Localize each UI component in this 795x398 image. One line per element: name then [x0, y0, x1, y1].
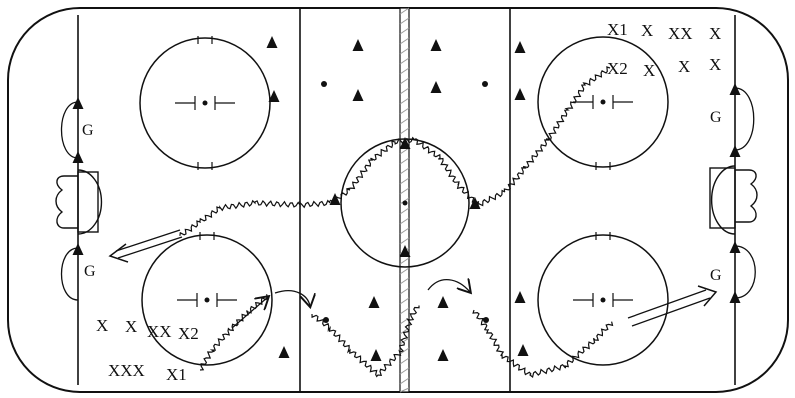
skate-path-lower-right	[472, 309, 614, 379]
player-label: X1	[166, 365, 187, 384]
puck-icon	[483, 317, 489, 323]
faceoff-circle-bottom-right	[537, 232, 669, 366]
goalie-label-right-top: G	[710, 109, 722, 126]
player-label: X	[678, 57, 690, 76]
rink-boards	[7, 7, 789, 393]
cone-icon	[352, 39, 364, 51]
cone-icon	[437, 349, 449, 361]
cone-icon	[514, 41, 526, 53]
goalie-loop-right-bottom	[729, 241, 756, 303]
pass-arrow-right	[627, 285, 718, 327]
player-label: XX	[668, 24, 693, 43]
goal-right	[709, 165, 758, 235]
skate-path-lower-center	[311, 305, 420, 378]
goal-left	[55, 169, 103, 235]
cone-icon	[437, 296, 449, 308]
player-label: XXX	[108, 361, 145, 380]
players-top-right: X1 X XX X X2 X X X	[607, 20, 721, 80]
center-faceoff-dot	[402, 200, 408, 206]
goalie-label-left-bottom: G	[84, 263, 96, 280]
skating-paths	[179, 66, 614, 379]
cone-icon	[352, 89, 364, 101]
pucks	[321, 81, 489, 323]
faceoff-circle-bottom-left	[141, 232, 273, 366]
goalie-loop-left-top	[60, 97, 84, 163]
cone-icon	[278, 346, 290, 358]
goalie-label-right-bottom: G	[710, 267, 722, 284]
goalie-loop-right-top	[729, 83, 755, 157]
skate-path-upper	[179, 66, 611, 236]
start-arrow-bottom-left	[231, 297, 268, 329]
cone-icon	[430, 39, 442, 51]
player-label: X	[96, 316, 108, 335]
cone-icon	[517, 344, 529, 356]
faceoff-circle-top-left	[139, 36, 271, 170]
puck-icon	[321, 81, 327, 87]
player-label: X	[709, 24, 721, 43]
turn-arrow-left	[274, 290, 310, 306]
cone-icon	[368, 296, 380, 308]
cone-icon	[266, 36, 278, 48]
faceoff-circle-top-right	[537, 36, 669, 170]
cone-icon	[514, 291, 526, 303]
goalie-label-left-top: G	[82, 122, 94, 139]
player-label: X2	[607, 59, 628, 78]
cone-icon	[514, 88, 526, 100]
cone-icon	[430, 81, 442, 93]
players-bottom-left: X X XX X2 XXX X1	[96, 316, 199, 384]
pass-arrow-left	[108, 229, 183, 263]
center-red-line	[399, 7, 410, 393]
puck-icon	[323, 317, 329, 323]
player-label: XX	[147, 322, 172, 341]
player-label: X	[641, 21, 653, 40]
puck-icon	[482, 81, 488, 87]
player-label: X	[125, 317, 137, 336]
player-label: X	[643, 61, 655, 80]
player-label: X2	[178, 324, 199, 343]
player-label: X	[709, 55, 721, 74]
cone-icon	[370, 349, 382, 361]
turn-arrow-right	[427, 280, 470, 292]
player-label: X1	[607, 20, 628, 39]
goalie-loop-left-bottom	[60, 243, 84, 301]
